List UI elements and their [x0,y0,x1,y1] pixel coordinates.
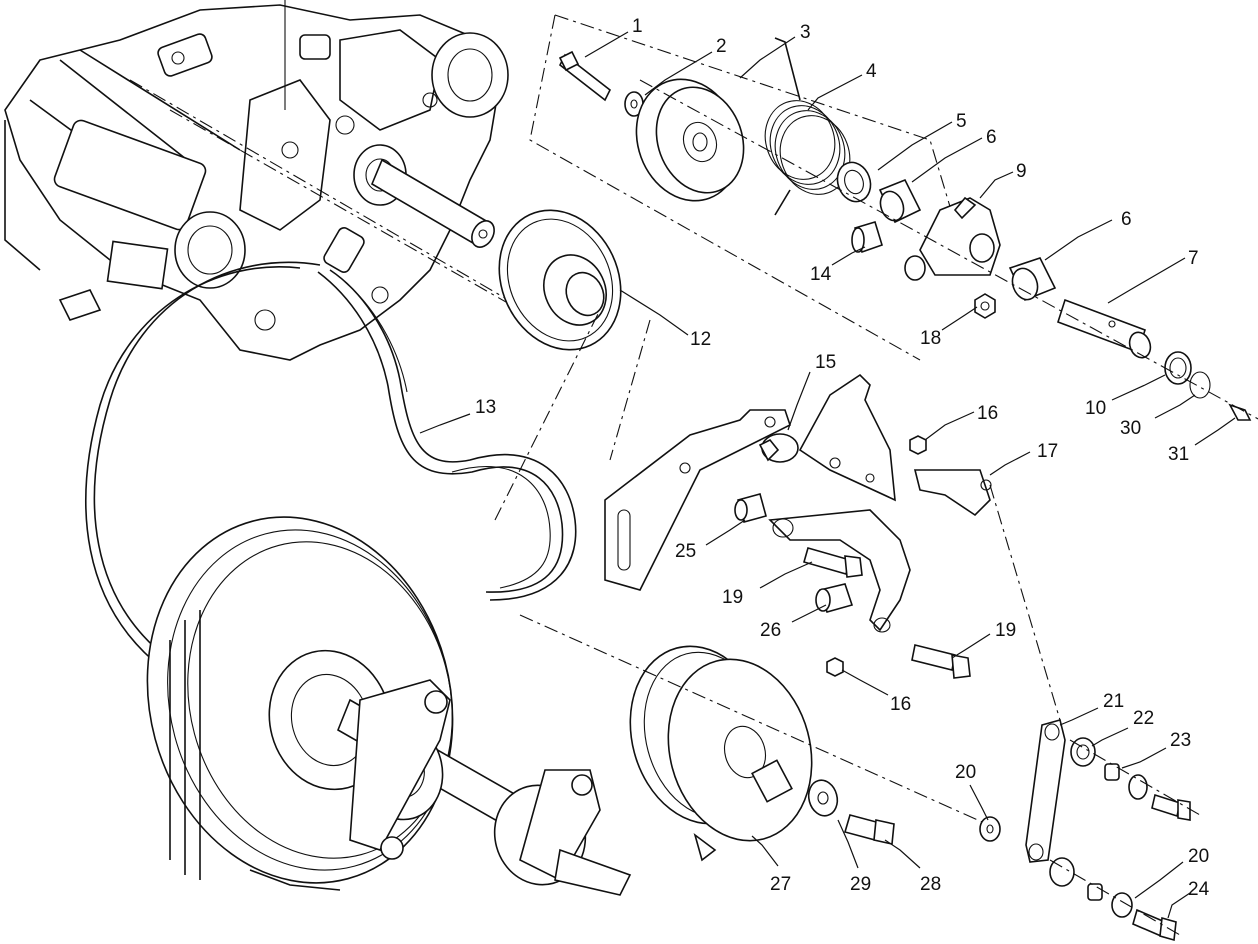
callout-4: 4 [866,61,877,82]
callout-15: 15 [815,352,836,373]
callout-5: 5 [956,111,967,132]
crankshaft [129,79,561,331]
callout-6b: 6 [1121,209,1132,230]
callout-24: 24 [1188,879,1210,900]
mounting-brackets [494,309,1061,721]
callout-10: 10 [1085,398,1106,419]
callout-12: 12 [690,329,711,350]
callout-14: 14 [810,264,832,285]
callout-18: 18 [920,328,941,349]
callout-16-lower: 16 [890,694,911,715]
callout-22: 22 [1133,708,1154,729]
callout-13: 13 [475,397,496,418]
callout-2: 2 [716,36,727,57]
callout-26: 26 [760,620,781,641]
engine-pulley [498,209,622,351]
callout-19-lower: 19 [995,620,1016,641]
callout-7: 7 [1188,248,1199,269]
drive-belt [85,261,577,671]
callout-20-right: 20 [1188,846,1209,867]
callout-9: 9 [1016,161,1027,182]
callout-31: 31 [1168,444,1189,465]
callout-3: 3 [800,22,811,43]
callout-21: 21 [1103,691,1124,712]
callout-25: 25 [675,541,696,562]
callout-6: 6 [986,127,997,148]
callout-labels: 1 2 3 4 5 6 6 9 7 14 18 12 15 16 17 10 3… [475,16,1210,900]
leader-lines [419,31,1236,919]
idler-assembly [529,14,1258,421]
callout-29: 29 [850,874,871,895]
engine-block [4,0,509,361]
callout-17: 17 [1037,441,1058,462]
callout-27: 27 [770,874,791,895]
callout-20-left: 20 [955,762,976,783]
callout-23: 23 [1170,730,1191,751]
link-assembly [807,719,1201,942]
electric-clutch [519,614,1001,862]
callout-19-upper: 19 [722,587,743,608]
callout-28: 28 [920,874,941,895]
callout-16-upper: 16 [977,403,998,424]
deck-pulley-assembly [146,516,632,896]
callout-1: 1 [632,16,643,37]
callout-30: 30 [1120,418,1141,439]
